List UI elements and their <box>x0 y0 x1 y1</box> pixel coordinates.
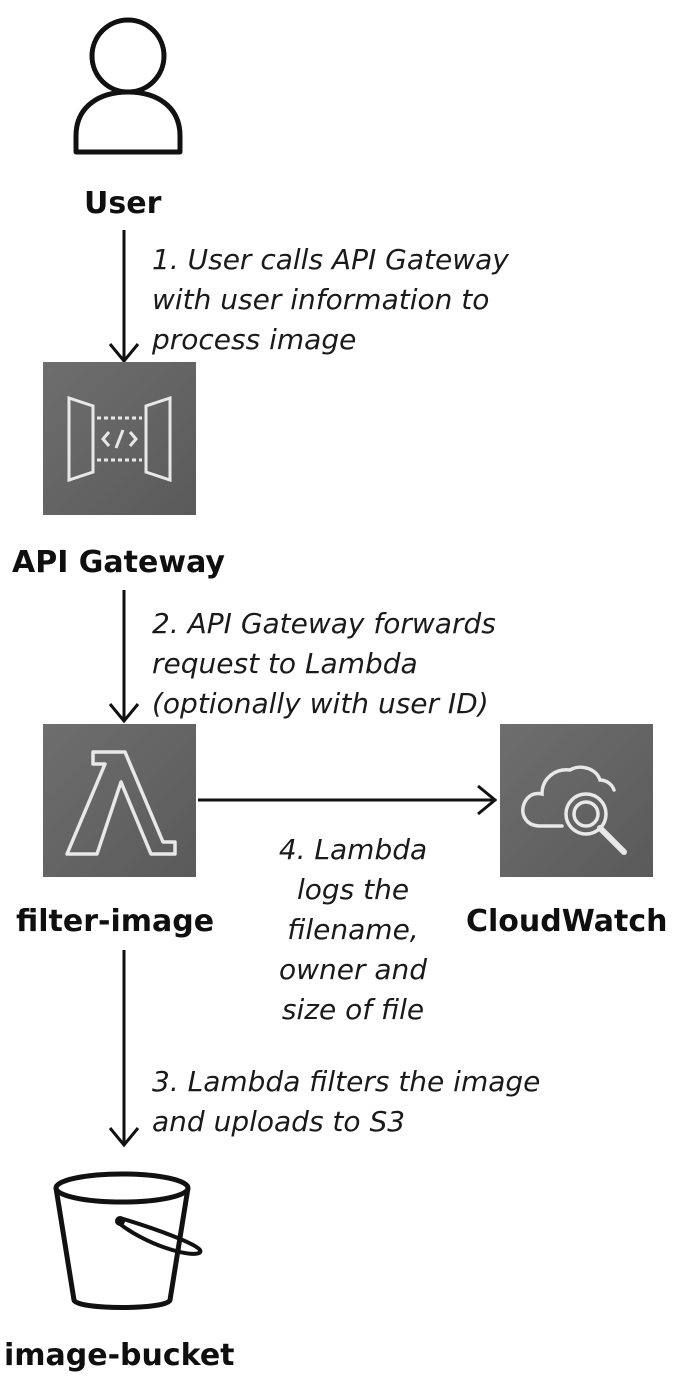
api-gateway-box <box>43 362 196 515</box>
cloudwatch-icon <box>521 765 627 855</box>
step-4-line-2: logs the <box>296 873 410 906</box>
step-3-line-1: 3. Lambda filters the image <box>152 1065 541 1098</box>
cloudwatch-box <box>500 724 653 877</box>
step-2-line-2: request to Lambda <box>152 647 418 680</box>
step-4-line-4: owner and <box>278 953 428 986</box>
arrow-api-to-lambda <box>108 590 140 724</box>
step-3-text: 3. Lambda filters the image and uploads … <box>152 1062 540 1142</box>
lambda-box <box>43 724 196 877</box>
step-2-line-1: 2. API Gateway forwards <box>152 607 496 640</box>
step-1-text: 1. User calls API Gateway with user info… <box>152 240 509 360</box>
user-label: User <box>84 186 162 221</box>
arrow-user-to-api <box>108 230 140 364</box>
user-node <box>68 8 188 158</box>
step-4-text: 4. Lambda logs the filename, owner and s… <box>258 830 448 1030</box>
cloudwatch-label: CloudWatch <box>466 904 668 939</box>
step-2-text: 2. API Gateway forwards request to Lambd… <box>152 604 496 724</box>
step-1-line-3: process image <box>152 323 357 356</box>
step-1-line-1: 1. User calls API Gateway <box>152 243 509 276</box>
step-4-line-3: filename, <box>287 913 419 946</box>
bucket-node <box>40 1168 210 1318</box>
arrow-lambda-to-cloudwatch <box>198 784 498 816</box>
step-4-line-1: 4. Lambda <box>278 833 428 866</box>
bucket-label: image-bucket <box>4 1338 235 1373</box>
step-1-line-2: with user information to <box>152 283 490 316</box>
step-2-line-3: (optionally with user ID) <box>152 687 489 720</box>
step-4-line-5: size of file <box>281 993 425 1026</box>
step-3-line-2: and uploads to S3 <box>152 1105 406 1138</box>
api-gateway-icon <box>67 395 172 483</box>
arrow-lambda-to-bucket <box>108 950 140 1148</box>
lambda-label: filter-image <box>16 904 215 939</box>
user-icon <box>73 17 183 155</box>
api-gateway-label: API Gateway <box>12 545 225 580</box>
s3-bucket-icon <box>53 1171 203 1310</box>
lambda-icon <box>65 750 177 856</box>
